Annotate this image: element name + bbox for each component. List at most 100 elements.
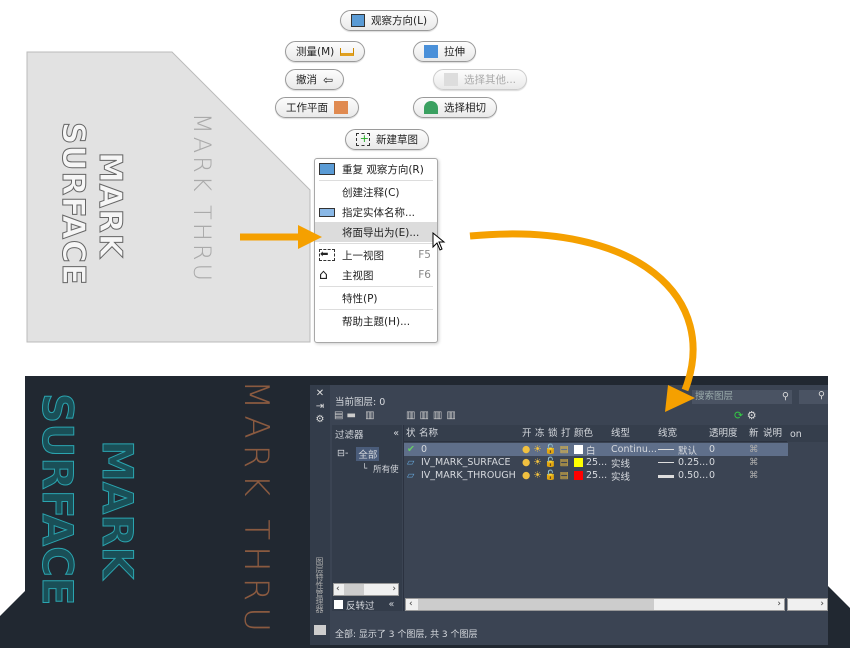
extrude-icon: [424, 45, 438, 58]
undo-icon: ⇦: [323, 72, 334, 87]
measure-button[interactable]: 测量(M): [285, 41, 366, 62]
label: 选择其他...: [464, 74, 517, 86]
layer-icon: ▱: [407, 470, 415, 481]
color-swatch[interactable]: [574, 471, 583, 480]
pin-icon[interactable]: ⇥: [315, 401, 325, 412]
label: 拉伸: [444, 46, 465, 58]
col-transparency[interactable]: 透明度: [709, 428, 738, 439]
label: 创建注释(C): [342, 186, 400, 199]
new-viewport-freeze-icon[interactable]: ⌘: [749, 444, 759, 455]
search-icon-2[interactable]: ⚲: [799, 390, 828, 404]
tree-used[interactable]: └所有使: [362, 463, 399, 475]
lineweight[interactable]: 0.50...: [678, 470, 709, 481]
invert-filter-checkbox[interactable]: 反转过«: [334, 598, 394, 612]
menu-item-export-face[interactable]: 将面导出为(E)...: [315, 222, 437, 242]
separator: [319, 243, 433, 244]
label: 主视图: [342, 269, 374, 282]
linetype[interactable]: 实线: [611, 471, 631, 483]
lineweight[interactable]: 默认: [678, 445, 698, 457]
shortcut: F6: [418, 269, 431, 281]
select-other-button[interactable]: 选择其他...: [433, 69, 528, 90]
layer-state-icons[interactable]: ●☀🔓▤: [522, 470, 572, 481]
undo-button[interactable]: 撤消 ⇦: [285, 69, 345, 90]
close-icon[interactable]: ✕: [315, 388, 325, 399]
extrude-button[interactable]: 拉伸: [413, 41, 476, 62]
col-name[interactable]: 名称: [419, 428, 439, 439]
col-on[interactable]: 开: [522, 428, 532, 439]
col-lineweight[interactable]: 线宽: [658, 428, 678, 439]
label: 帮助主题(H)...: [342, 315, 411, 328]
label: 特性(P): [342, 292, 378, 305]
transparency[interactable]: 0: [709, 444, 716, 455]
menu-item-help[interactable]: 帮助主题(H)...: [315, 311, 437, 331]
lineweight[interactable]: 0.25...: [678, 457, 709, 468]
layer-row[interactable]: ▱ IV_MARK_THROUGH ●☀🔓▤ 25... 实线 0.50... …: [404, 469, 788, 483]
color-name: 25...: [586, 457, 608, 468]
arrowhead-horizontal: [298, 225, 322, 249]
color-name: 白: [586, 445, 596, 457]
refresh-settings-icons[interactable]: ⟳ ⚙: [734, 409, 757, 422]
col-new[interactable]: 新: [749, 428, 759, 439]
label: 观察方向(L): [371, 15, 428, 27]
layer-row[interactable]: ✔ 0 ●☀🔓▤ 白 Continu... 默认 0 ⌘: [404, 443, 788, 457]
linetype[interactable]: 实线: [611, 458, 631, 470]
top-part-shape: [26, 51, 311, 343]
gear-icon[interactable]: ⚙: [315, 414, 325, 425]
filter-toolbar-icons[interactable]: ▤▬ ▥: [334, 410, 378, 421]
filter-scrollbar[interactable]: ‹›: [333, 583, 399, 596]
col-description[interactable]: 说明: [763, 428, 783, 439]
menu-item-repeat[interactable]: 重复 观察方向(R): [315, 159, 437, 179]
shortcut: F5: [418, 249, 431, 261]
search-layers-input[interactable]: 搜索图层 ⚲: [692, 390, 792, 404]
top-text-surface: SURFACE: [55, 122, 92, 287]
settings-icon: ⚙: [746, 409, 757, 422]
col-color[interactable]: 颜色: [574, 428, 594, 439]
transparency[interactable]: 0: [709, 457, 716, 468]
transparency[interactable]: 0: [709, 470, 716, 481]
col-status[interactable]: 状: [406, 428, 416, 439]
extra-scrollbar[interactable]: ›: [787, 598, 828, 611]
filters-header: 过滤器«: [335, 428, 399, 441]
new-sketch-button[interactable]: +新建草图: [345, 129, 429, 150]
menu-item-annotation[interactable]: 创建注释(C): [315, 182, 437, 202]
layer-icon: ▱: [407, 457, 415, 468]
new-viewport-freeze-icon[interactable]: ⌘: [749, 457, 759, 468]
separator: [319, 286, 433, 287]
color-name: 25...: [586, 470, 608, 481]
tree-all[interactable]: ⊟-全部: [337, 446, 380, 461]
layer-name: 0: [421, 444, 428, 455]
col-freeze[interactable]: 冻: [535, 428, 545, 439]
layer-toolbar-icons[interactable]: ▥▥▥▥: [406, 410, 460, 421]
search-placeholder: 搜索图层: [695, 391, 734, 402]
col-lock[interactable]: 锁: [548, 428, 558, 439]
layer-state-icons[interactable]: ●☀🔓▤: [522, 444, 572, 455]
label: 将面导出为(E)...: [342, 226, 420, 239]
new-viewport-freeze-icon[interactable]: ⌘: [749, 470, 759, 481]
search-icon: ⚲: [782, 391, 789, 402]
collapse-icon[interactable]: «: [393, 428, 399, 439]
color-swatch[interactable]: [574, 458, 583, 467]
mouse-cursor-icon: [432, 232, 446, 251]
linetype[interactable]: Continu...: [611, 444, 657, 455]
panel-side-title: 图层特性管理器: [315, 557, 324, 613]
grid-scrollbar[interactable]: ‹›: [405, 598, 785, 611]
work-plane-button[interactable]: 工作平面: [275, 97, 359, 118]
col-extra[interactable]: on: [787, 425, 828, 442]
top-text-thru: MARK THRU: [188, 113, 216, 285]
label: 指定实体名称...: [342, 206, 416, 219]
layer-row[interactable]: ▱ IV_MARK_SURFACE ●☀🔓▤ 25... 实线 0.25... …: [404, 456, 788, 470]
col-plot[interactable]: 打: [561, 428, 571, 439]
menu-item-name-entity[interactable]: 指定实体名称...: [315, 202, 437, 222]
label: 测量(M): [296, 46, 335, 58]
layer-state-icons[interactable]: ●☀🔓▤: [522, 457, 572, 468]
col-linetype[interactable]: 线型: [611, 428, 631, 439]
label: 撤消: [296, 74, 317, 86]
menu-item-properties[interactable]: 特性(P): [315, 288, 437, 308]
ruler-icon: [340, 47, 355, 56]
color-swatch[interactable]: [574, 445, 583, 454]
lineweight-sample: [658, 475, 674, 478]
view-direction-button[interactable]: 观察方向(L): [340, 10, 439, 31]
select-tangent-button[interactable]: 选择相切: [413, 97, 497, 118]
